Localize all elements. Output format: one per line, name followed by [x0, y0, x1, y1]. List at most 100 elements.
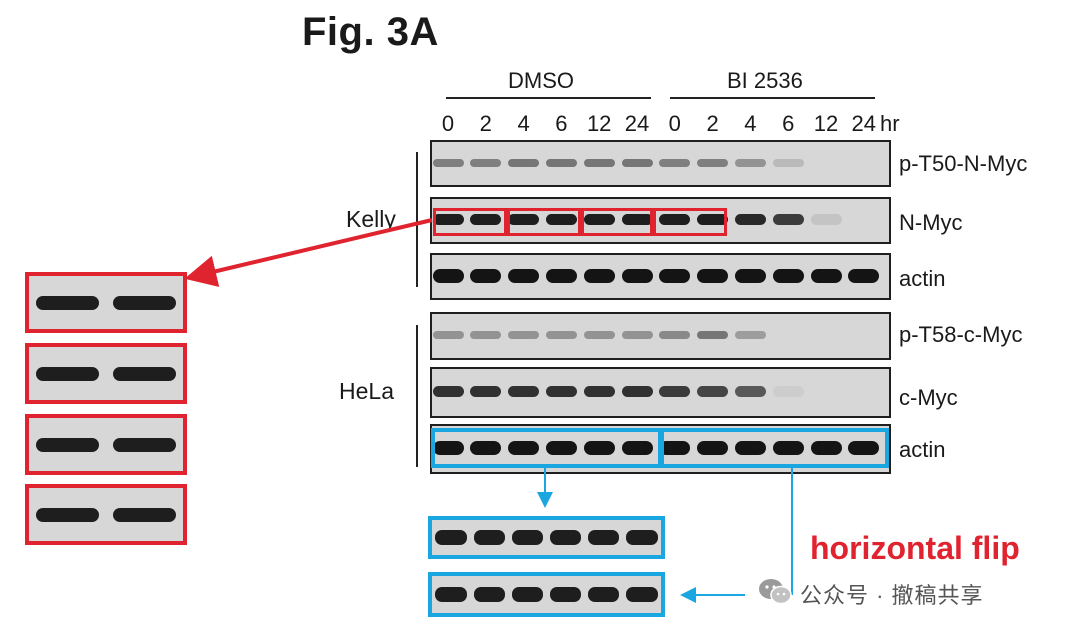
- band-lane: [432, 268, 464, 283]
- band-lane: [621, 158, 653, 167]
- wechat-icon: [759, 579, 792, 605]
- timepoint-label: 4: [744, 111, 757, 136]
- band-lane: [545, 331, 577, 339]
- band-lane: [626, 587, 658, 602]
- band-lane: [734, 386, 766, 397]
- watermark-text: 公众号 · 撤稿共享: [800, 583, 984, 608]
- band-lane: [621, 214, 653, 225]
- treatment-label-bi2536: BI 2536: [727, 68, 803, 93]
- blot-p-t50-n-myc: [430, 140, 891, 187]
- protein-label-c-myc: c-Myc: [899, 385, 958, 410]
- timepoint-label: 12: [813, 111, 839, 136]
- band-lane: [473, 530, 505, 545]
- blue-crop-panel-bottom: [428, 572, 665, 617]
- blot-p-t58-c-myc: [430, 312, 891, 360]
- red-highlight-box-3: [581, 208, 653, 236]
- band-lane: [35, 507, 100, 522]
- band-lane: [470, 268, 502, 283]
- cell-line-label-kelly: Kelly: [346, 206, 396, 232]
- timepoint-label: 2: [706, 111, 719, 136]
- band-lane: [545, 214, 577, 225]
- red-crop-panel-4: [25, 484, 187, 545]
- band-lane: [545, 268, 577, 283]
- band-lane: [112, 295, 177, 310]
- band-lane: [734, 268, 766, 283]
- band-lane: [626, 530, 658, 545]
- band-lane: [432, 386, 464, 397]
- timepoint-label: 12: [586, 111, 612, 136]
- band-lane: [659, 386, 691, 397]
- band-lane: [470, 441, 502, 455]
- band-lane: [697, 268, 729, 283]
- band-lane: [432, 441, 464, 455]
- protein-label-n-myc: N-Myc: [899, 210, 963, 235]
- band-lane: [659, 214, 691, 225]
- timepoint-label: 0: [441, 111, 455, 136]
- band-lane: [697, 331, 729, 339]
- band-lane: [697, 441, 729, 455]
- timepoint-label: 0: [668, 111, 681, 136]
- band-lane: [35, 437, 100, 452]
- red-crop-panel-2: [25, 343, 187, 404]
- band-lane: [588, 587, 620, 602]
- band-lane: [659, 268, 691, 283]
- band-lane: [810, 441, 842, 455]
- band-lane: [473, 587, 505, 602]
- red-crop-panel-1: [25, 272, 187, 333]
- timepoint-label: 24: [851, 111, 877, 136]
- blue-highlight-box-bi2536: [660, 428, 889, 468]
- timepoint-label: 4: [517, 111, 530, 136]
- band-lane: [697, 158, 729, 167]
- red-arrow: [184, 218, 433, 287]
- band-lane: [545, 386, 577, 397]
- red-highlight-box-2: [507, 208, 581, 236]
- timepoint-label: 2: [479, 111, 492, 136]
- band-lane: [734, 214, 766, 225]
- band-lane: [470, 158, 502, 167]
- band-lane: [621, 331, 653, 339]
- band-lane: [549, 587, 582, 602]
- band-lane: [112, 366, 177, 381]
- band-lane: [508, 158, 540, 167]
- band-lane: [659, 441, 691, 455]
- band-lane: [734, 441, 766, 455]
- protein-label-p-t58-c-myc: p-T58-c-Myc: [899, 322, 1023, 347]
- band-lane: [549, 530, 582, 545]
- figure-title: Fig. 3A: [302, 10, 439, 54]
- protein-label-actin-hela: actin: [899, 437, 946, 462]
- band-lane: [772, 268, 804, 283]
- treatment-line-bi2536: [670, 97, 875, 99]
- band-lane: [470, 214, 502, 225]
- red-crop-panel-3: [25, 414, 187, 475]
- band-lane: [432, 158, 464, 167]
- red-highlight-box-1: [433, 208, 507, 236]
- band-lane: [470, 386, 502, 397]
- treatment-label-dmso: DMSO: [508, 68, 574, 93]
- timepoint-label: 24: [624, 111, 650, 136]
- band-lane: [432, 331, 464, 339]
- band-lane: [432, 214, 464, 225]
- band-lane: [734, 331, 766, 339]
- treatment-line-dmso: [446, 97, 651, 99]
- band-lane: [583, 268, 615, 283]
- band-lane: [508, 386, 540, 397]
- band-lane: [772, 158, 804, 167]
- band-lane: [583, 214, 615, 225]
- blue-crop-panel-top: [428, 516, 665, 559]
- band-lane: [470, 331, 502, 339]
- band-lane: [112, 437, 177, 452]
- band-lane: [697, 214, 729, 225]
- time-unit-label: hr: [880, 111, 900, 136]
- band-lane: [848, 268, 880, 283]
- band-lane: [810, 268, 842, 283]
- band-lane: [583, 441, 615, 455]
- band-lane: [583, 331, 615, 339]
- protein-label-actin-kelly: actin: [899, 266, 946, 291]
- band-lane: [35, 366, 100, 381]
- band-lane: [583, 158, 615, 167]
- band-lane: [848, 441, 880, 455]
- band-lane: [697, 386, 729, 397]
- horizontal-flip-label: horizontal flip: [810, 530, 1020, 566]
- red-highlight-box-4: [653, 208, 727, 236]
